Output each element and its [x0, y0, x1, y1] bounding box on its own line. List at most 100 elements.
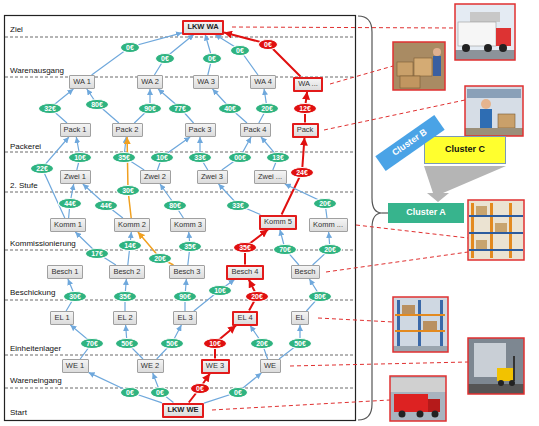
- process-box: WE 1: [62, 359, 89, 373]
- node-label: Komm 5: [264, 218, 292, 226]
- cost-ellipse: 77€: [168, 103, 192, 114]
- node-label: Zwei 2: [144, 173, 166, 181]
- leader-line: [290, 362, 468, 366]
- process-box: Komm ...: [309, 218, 348, 232]
- photo-ground: [393, 42, 445, 90]
- photo-border: [468, 338, 524, 394]
- parcel: [423, 321, 437, 330]
- node-label: Besch 4: [231, 268, 258, 276]
- truck: [470, 12, 500, 22]
- table: [465, 128, 523, 136]
- process-box: Besch 3: [169, 265, 205, 279]
- truck: [394, 394, 428, 412]
- parcel: [476, 206, 487, 215]
- process-box: WA 4: [250, 75, 276, 89]
- person: [433, 56, 441, 76]
- photo-border: [455, 4, 515, 60]
- process-box: EL 3: [173, 311, 197, 325]
- cost-ellipse: 10€: [203, 338, 227, 349]
- node-label: Zwei ...: [258, 173, 282, 181]
- cost-ellipse: 35€: [178, 241, 202, 252]
- process-box: Pack 1: [60, 123, 91, 137]
- node-label: Zwei 1: [64, 173, 86, 181]
- leader-line: [324, 100, 465, 130]
- frame: [5, 16, 356, 421]
- flow-arrow: [154, 35, 193, 76]
- cost-ellipse: 44€: [94, 200, 118, 211]
- flow-arrow: [219, 184, 261, 215]
- photo-truck: [390, 376, 446, 421]
- floor: [468, 384, 524, 394]
- process-box: WA 1: [69, 75, 95, 89]
- row-label: Warenausgang: [10, 67, 64, 76]
- node-label: Cluster C: [445, 145, 485, 155]
- node-label: LKW WA: [187, 23, 218, 31]
- cost-ellipse: 20€: [318, 244, 342, 255]
- cost-ellipse: 32€: [38, 103, 62, 114]
- leader-line: [330, 66, 393, 84]
- row-label: Kommissionierung: [10, 240, 76, 249]
- process-box: WE 2: [137, 359, 164, 373]
- flow-arrow: [194, 280, 235, 312]
- flow-arrow: [138, 232, 174, 265]
- cost-ellipse: 12€: [293, 103, 317, 114]
- node-label: Besch: [295, 268, 316, 276]
- photo-boxes: [393, 42, 445, 90]
- row-label: 2. Stufe: [10, 182, 38, 191]
- parcel: [397, 62, 413, 76]
- node-label: Komm 2: [118, 221, 146, 229]
- cost-ellipse: 13€: [266, 152, 290, 163]
- truck-cab: [496, 28, 511, 46]
- node-label: WA 2: [141, 78, 159, 86]
- node-label: Pack 1: [64, 126, 87, 134]
- photo-ground: [465, 86, 523, 136]
- cost-ellipse: 80€: [163, 200, 187, 211]
- cost-ellipse: 90€: [173, 291, 197, 302]
- row-label: Einheitenlager: [10, 345, 61, 354]
- node-label: WA 1: [73, 78, 91, 86]
- building: [390, 378, 446, 392]
- node-label: Cluster A: [406, 208, 446, 218]
- cost-ellipse: 30€: [116, 185, 140, 196]
- node-label: EL: [295, 314, 304, 322]
- node-label: EL 2: [117, 314, 132, 322]
- process-box: Pack 3: [185, 123, 216, 137]
- cost-ellipse: 70€: [80, 338, 104, 349]
- leader-line: [318, 318, 393, 322]
- process-box: Besch: [291, 265, 320, 279]
- node-label: EL 4: [237, 314, 252, 322]
- divider: [5, 37, 355, 38]
- photo-ground: [455, 4, 515, 60]
- process-box: Zwei ...: [254, 170, 287, 184]
- truck-box: LKW WA: [182, 20, 224, 35]
- road: [455, 50, 515, 60]
- node-label: WE 3: [206, 362, 224, 370]
- wheel: [498, 380, 504, 386]
- wheel: [399, 411, 406, 418]
- process-box: Komm 1: [50, 218, 86, 232]
- photo-ground: [468, 200, 524, 260]
- process-box: WA 3: [193, 75, 219, 89]
- cost-ellipse: 80€: [85, 99, 109, 110]
- funnel-arrow: [424, 166, 506, 202]
- node-label: WA 4: [254, 78, 272, 86]
- node-label: WE 1: [66, 362, 84, 370]
- flow-arrow: [89, 372, 163, 403]
- cluster-box: Cluster A: [388, 203, 464, 223]
- truck-cab: [428, 399, 440, 412]
- beam: [395, 330, 445, 332]
- floor: [393, 346, 448, 352]
- beam: [469, 249, 523, 251]
- cost-ellipse: 35€: [113, 291, 137, 302]
- node-label: WA 3: [197, 78, 215, 86]
- shelf: [467, 89, 521, 98]
- cost-ellipse: 17€: [85, 248, 109, 259]
- highlight-box: WE 3: [201, 359, 230, 374]
- flow-arrow: [204, 373, 261, 403]
- photo-dock: [468, 338, 524, 394]
- photo-border: [390, 376, 446, 421]
- leader-line: [326, 252, 468, 272]
- rack: [418, 300, 421, 346]
- cost-ellipse: 33€: [188, 152, 212, 163]
- node-label: LKW WE: [167, 406, 198, 414]
